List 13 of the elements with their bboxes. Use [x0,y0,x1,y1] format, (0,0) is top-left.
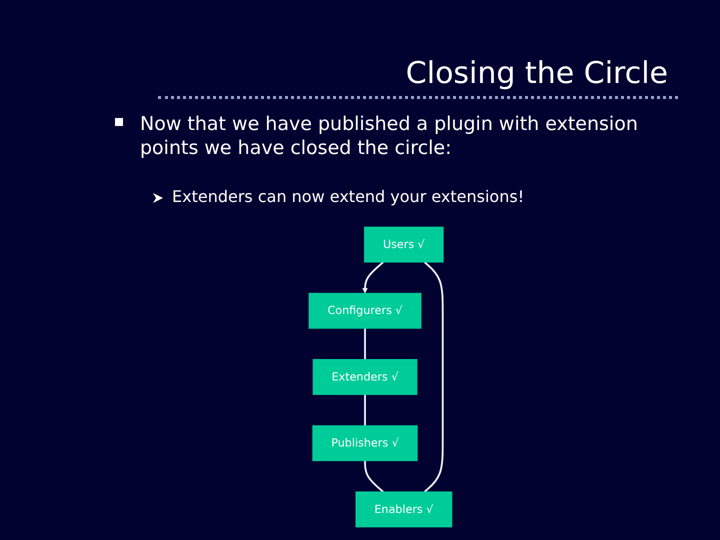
node-box: Configurers √ [308,292,421,329]
connector [364,394,366,426]
sub-bullet-text: Extenders can now extend your extensions! [172,187,524,206]
connector [364,328,366,360]
arrow [362,262,384,294]
connector [424,262,444,492]
node-box: Publishers √ [312,425,418,462]
node-box: Enablers √ [355,491,452,528]
connector [364,460,384,492]
node-box: Users √ [364,226,444,263]
node-box: Extenders √ [312,359,417,395]
bullet-text: Now that we have published a plugin with extension points we have closed the circle: [140,112,639,160]
slide-title: Closing the Circle [406,56,668,91]
